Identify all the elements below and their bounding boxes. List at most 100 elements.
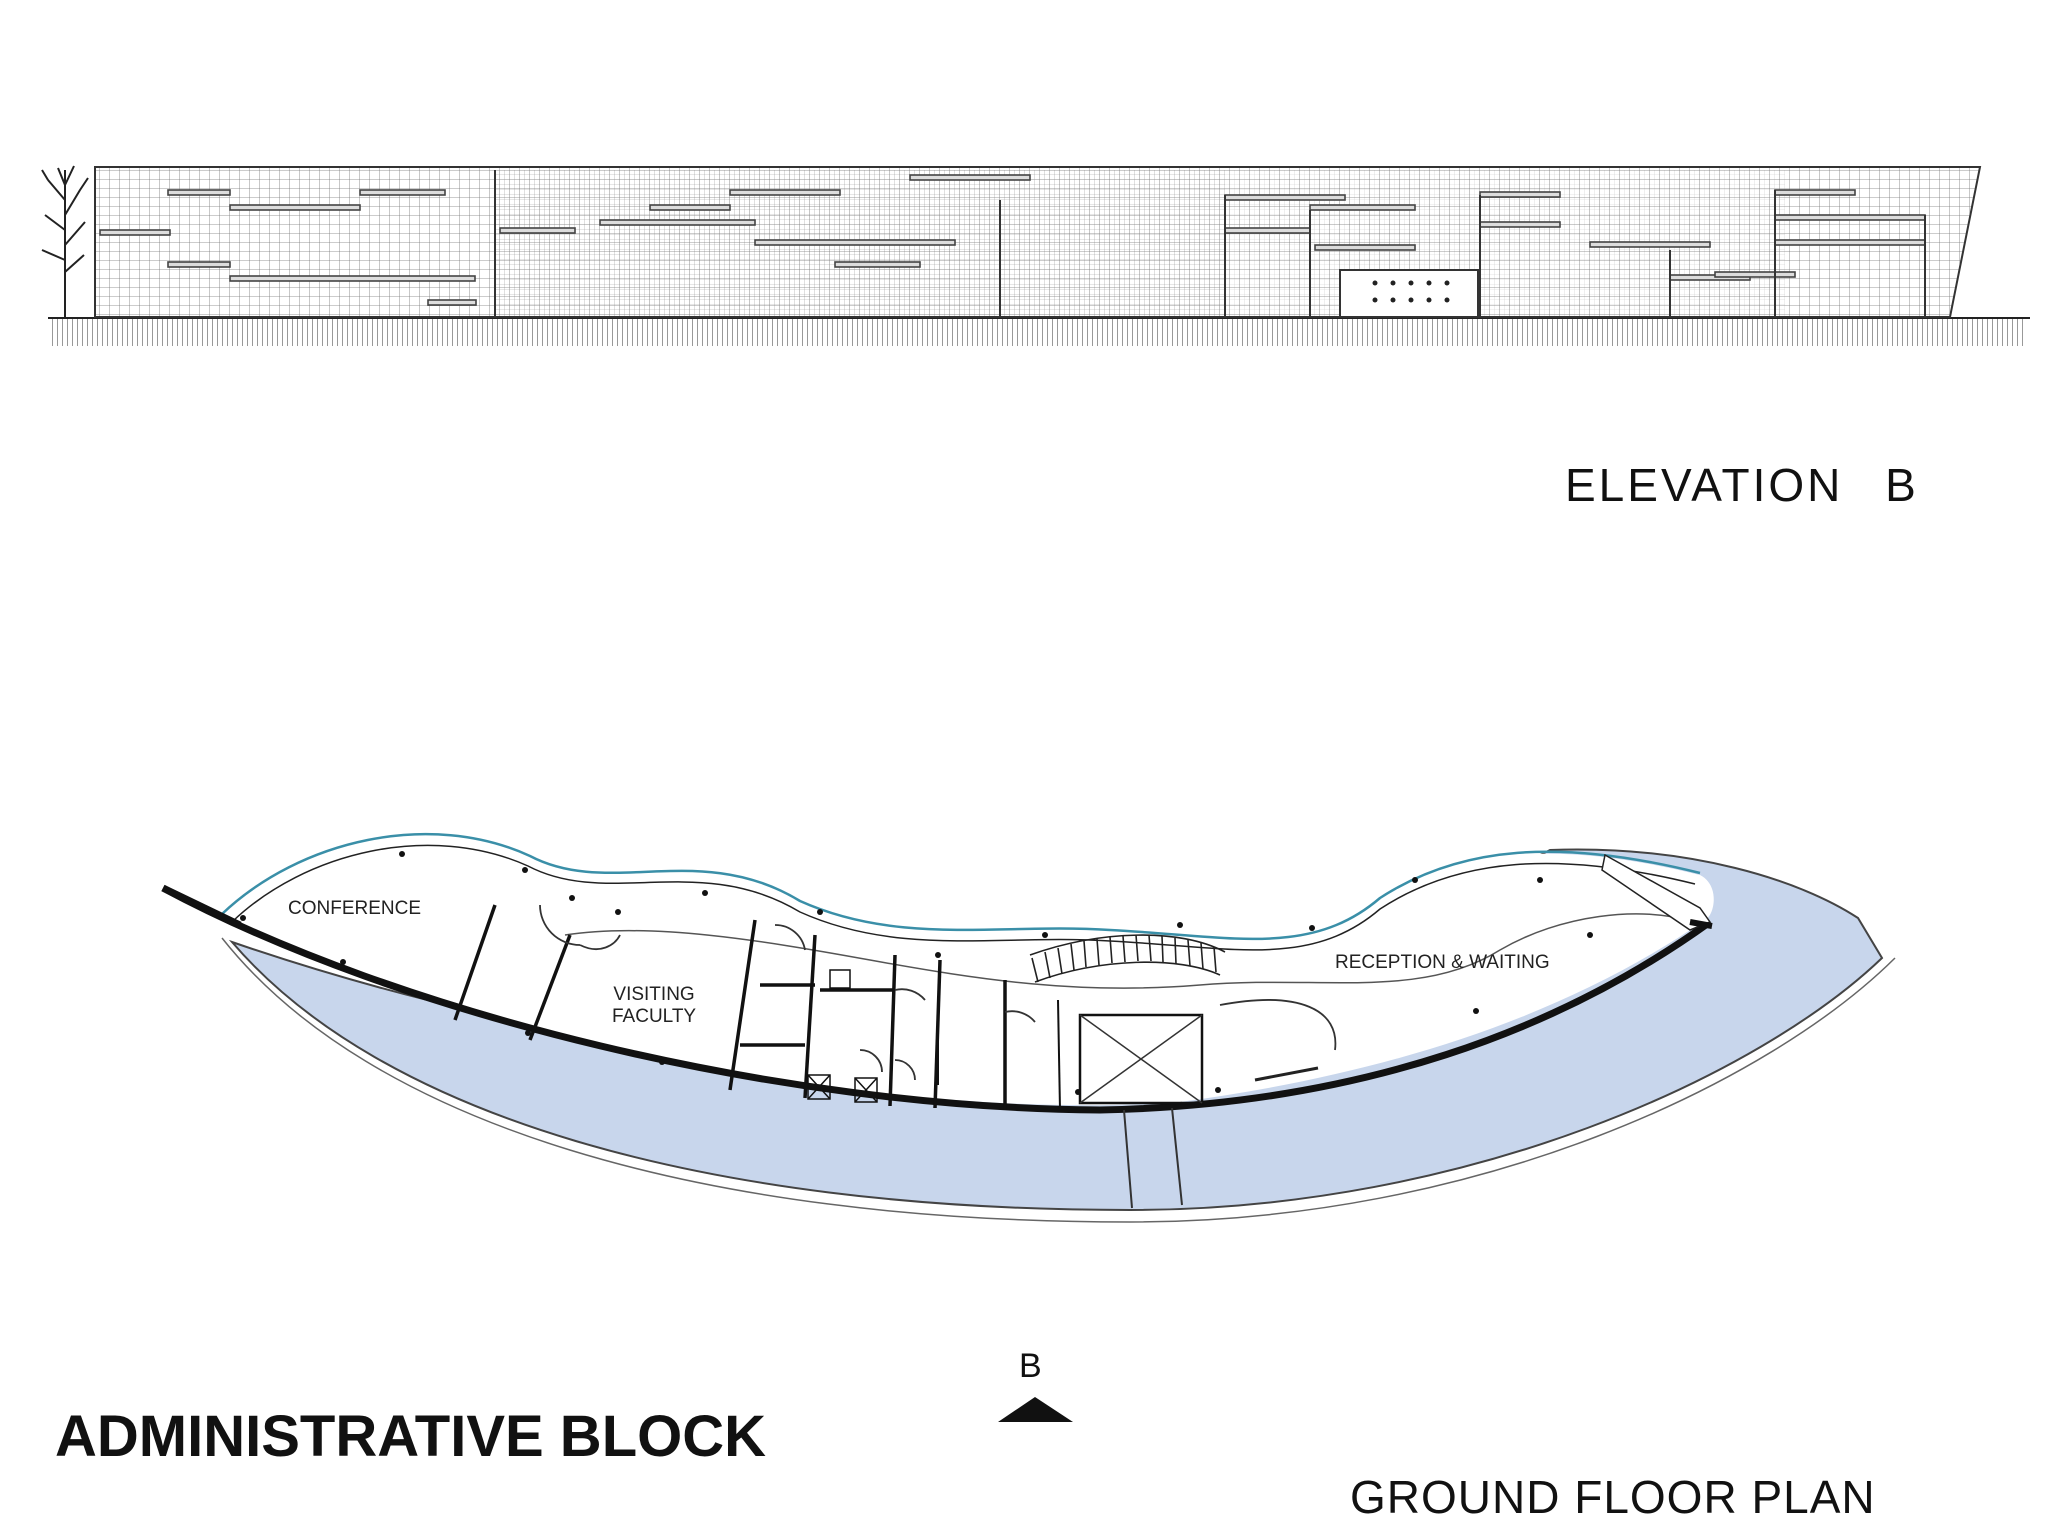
partitions (453, 904, 1007, 1110)
lift-core (1078, 1013, 1204, 1105)
facade-band (1479, 191, 1561, 198)
building-footprint (218, 836, 1714, 1106)
facade-band (167, 189, 231, 196)
facade-band (1774, 189, 1856, 196)
room-label-visiting-line2: FACULTY (612, 1006, 697, 1027)
thin-partitions (937, 999, 1061, 1111)
elevation-title: ELEVATION B (1565, 459, 1919, 511)
entrance-dot (1426, 297, 1432, 303)
facade-band (99, 229, 171, 236)
column (1473, 1008, 1479, 1014)
column-dots (240, 851, 1593, 1095)
room-label-visiting-line1: VISITING (613, 984, 695, 1005)
column (522, 867, 528, 873)
elevation-frames (494, 170, 1926, 317)
elevation-window-bands (99, 174, 1926, 306)
column (1177, 922, 1183, 928)
column (1215, 1087, 1221, 1093)
column (702, 890, 708, 896)
column (659, 1059, 665, 1065)
facade-band (427, 299, 477, 306)
entrance-dot (1408, 297, 1414, 303)
section-marker-label: B (1019, 1347, 1042, 1385)
entrance-dot (1372, 280, 1378, 286)
facade-band (1309, 204, 1416, 211)
section-arrow-icon (998, 1397, 1073, 1422)
door-swing (774, 924, 806, 951)
wall (528, 934, 572, 1041)
facade-band (229, 275, 476, 282)
column (1587, 932, 1593, 938)
entrance-dot (1444, 280, 1450, 286)
ground-floor-plan-drawing (161, 832, 1896, 1223)
inner-facade-line (231, 844, 1696, 951)
facade-band (599, 219, 756, 226)
facade-band (834, 261, 921, 268)
elevation-entrance (1339, 269, 1479, 318)
facade-band (754, 239, 956, 246)
column (935, 952, 941, 958)
tree-icon (41, 165, 89, 318)
facade-band (1774, 214, 1926, 221)
column (615, 909, 621, 915)
column (525, 1030, 531, 1036)
toilet-cells (807, 969, 878, 1103)
room-label-conference: CONFERENCE (288, 898, 422, 919)
facade-band (1224, 227, 1311, 234)
water-rim (221, 937, 1896, 1223)
facade-band (167, 261, 231, 268)
elevation-ground (52, 318, 2027, 346)
wall (888, 954, 897, 1107)
facade-band (359, 189, 446, 196)
facade-band (1589, 241, 1711, 248)
facade-band (729, 189, 841, 196)
column (1075, 1089, 1081, 1095)
block-title: ADMINISTRATIVE BLOCK (55, 1404, 767, 1469)
door-swing (894, 988, 926, 1001)
facade-band (909, 174, 1031, 181)
end-detail (1689, 919, 1713, 929)
entrance-dot (1408, 280, 1414, 286)
wall (803, 934, 817, 1099)
corridor-line (564, 913, 1696, 989)
door-swing (894, 1059, 916, 1081)
column (1537, 877, 1543, 883)
main-curved-wall (161, 884, 1713, 1114)
door-swing (579, 934, 621, 950)
entrance-dots (1372, 280, 1450, 303)
column (240, 915, 246, 921)
column (569, 895, 575, 901)
facade-band (1714, 271, 1796, 278)
facade-band (1224, 194, 1346, 201)
curved-stair (1029, 934, 1226, 983)
door-swing (1219, 999, 1337, 1051)
door-swing (539, 904, 581, 946)
wall (728, 919, 757, 1091)
wall (453, 904, 497, 1021)
door-swings (539, 904, 1337, 1081)
column (1042, 932, 1048, 938)
wall (1057, 999, 1061, 1111)
entrance-dot (1390, 297, 1396, 303)
entrance-dot (1426, 280, 1432, 286)
entrance-dot (1390, 280, 1396, 286)
entrance-dot (1444, 297, 1450, 303)
column (1309, 925, 1315, 931)
facade-band (499, 227, 576, 234)
room-label-reception: RECEPTION & WAITING (1335, 952, 1550, 973)
ground-floor-title: GROUND FLOOR PLAN (1350, 1471, 1876, 1523)
walkway (1123, 1107, 1183, 1209)
entrance-dot (1372, 297, 1378, 303)
facade-band (229, 204, 361, 211)
west-tail-wall (161, 884, 242, 929)
glazing-edge (221, 832, 1701, 941)
column (399, 851, 405, 857)
door-swing (1004, 1010, 1036, 1023)
room-label-visiting-faculty: VISITING FACULTY (612, 984, 696, 1028)
column (817, 909, 823, 915)
column (1412, 877, 1418, 883)
column (340, 959, 346, 965)
facade-band (649, 204, 731, 211)
facade-band (1774, 239, 1926, 246)
